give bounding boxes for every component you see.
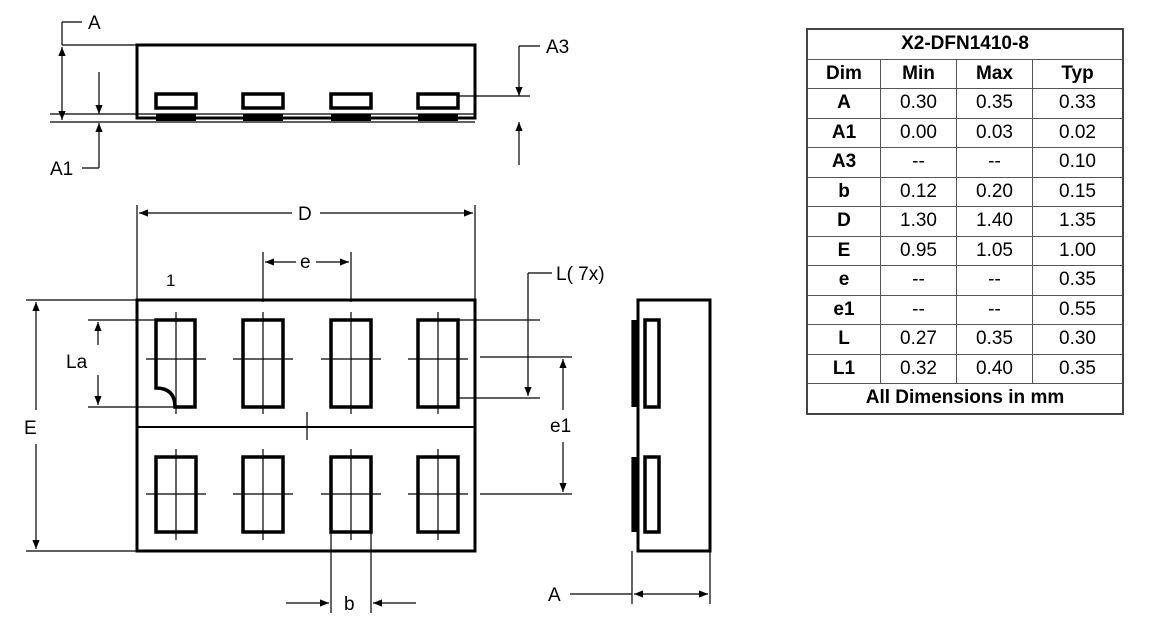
dim-label-D: D xyxy=(298,204,312,225)
dim-value-cell: 0.27 xyxy=(880,324,957,355)
header-max: Max xyxy=(956,58,1033,89)
dim-value-cell: -- xyxy=(956,147,1033,178)
dim-name-cell: e1 xyxy=(806,294,881,325)
dim-value-cell: 1.40 xyxy=(956,206,1033,237)
dim-label-La: La xyxy=(66,352,88,373)
dim-value-cell: 0.95 xyxy=(880,235,957,266)
dim-label-A-top: A xyxy=(88,13,101,34)
dim-label-A3: A3 xyxy=(546,37,569,58)
dim-value-cell: 1.30 xyxy=(880,206,957,237)
dim-name-cell: A xyxy=(806,88,881,119)
dim-value-cell: 0.33 xyxy=(1032,88,1124,119)
table-row: e----0.35 xyxy=(806,265,1124,296)
dim-value-cell: 0.35 xyxy=(1032,353,1124,384)
dim-value-cell: 0.40 xyxy=(956,353,1033,384)
dim-label-A-side: A xyxy=(548,585,561,606)
table-row: e1----0.55 xyxy=(806,294,1124,325)
side-view: A xyxy=(548,298,712,606)
dim-label-e: e xyxy=(300,252,311,273)
dim-name-cell: b xyxy=(806,176,881,207)
dim-value-cell: 0.02 xyxy=(1032,117,1124,148)
header-min: Min xyxy=(880,58,957,89)
elevation-leads xyxy=(154,92,460,121)
header-typ: Typ xyxy=(1032,58,1124,89)
dim-name-cell: A3 xyxy=(806,147,881,178)
pin1-label: 1 xyxy=(166,271,175,290)
table-title: X2-DFN1410-8 xyxy=(806,28,1124,60)
dim-label-L-7x: L( 7x) xyxy=(556,264,605,285)
dim-label-A1: A1 xyxy=(50,159,73,180)
dim-name-cell: E xyxy=(806,235,881,266)
dim-value-cell: 0.10 xyxy=(1032,147,1124,178)
dim-value-cell: 0.30 xyxy=(1032,324,1124,355)
dim-name-cell: e xyxy=(806,265,881,296)
dim-label-E: E xyxy=(24,418,37,439)
dim-name-cell: D xyxy=(806,206,881,237)
elevation-view: A A1 A3 xyxy=(50,13,569,180)
dim-name-cell: L xyxy=(806,324,881,355)
dim-value-cell: 1.05 xyxy=(956,235,1033,266)
dim-value-cell: 0.55 xyxy=(1032,294,1124,325)
dim-value-cell: 0.12 xyxy=(880,176,957,207)
dim-name-cell: L1 xyxy=(806,353,881,384)
dim-value-cell: 1.35 xyxy=(1032,206,1124,237)
dim-value-cell: 0.03 xyxy=(956,117,1033,148)
dim-value-cell: 0.00 xyxy=(880,117,957,148)
dim-value-cell: 0.35 xyxy=(956,324,1033,355)
dim-label-e1: e1 xyxy=(550,416,571,437)
dim-value-cell: -- xyxy=(880,265,957,296)
dim-value-cell: -- xyxy=(956,294,1033,325)
table-footer: All Dimensions in mm xyxy=(806,383,1124,414)
dim-value-cell: 0.30 xyxy=(880,88,957,119)
dim-value-cell: -- xyxy=(956,265,1033,296)
dim-value-cell: 1.00 xyxy=(1032,235,1124,266)
dim-value-cell: 0.32 xyxy=(880,353,957,384)
dim-value-cell: 0.20 xyxy=(956,176,1033,207)
dim-name-cell: A1 xyxy=(806,117,881,148)
dim-value-cell: 0.15 xyxy=(1032,176,1124,207)
bottom-view: 1 D e L( 7x) e1 La xyxy=(24,204,605,615)
dim-label-b: b xyxy=(344,594,355,615)
dim-value-cell: -- xyxy=(880,147,957,178)
dim-value-cell: -- xyxy=(880,294,957,325)
dim-value-cell: 0.35 xyxy=(1032,265,1124,296)
table-row: A3----0.10 xyxy=(806,147,1124,178)
dim-value-cell: 0.35 xyxy=(956,88,1033,119)
header-dim: Dim xyxy=(806,58,881,89)
